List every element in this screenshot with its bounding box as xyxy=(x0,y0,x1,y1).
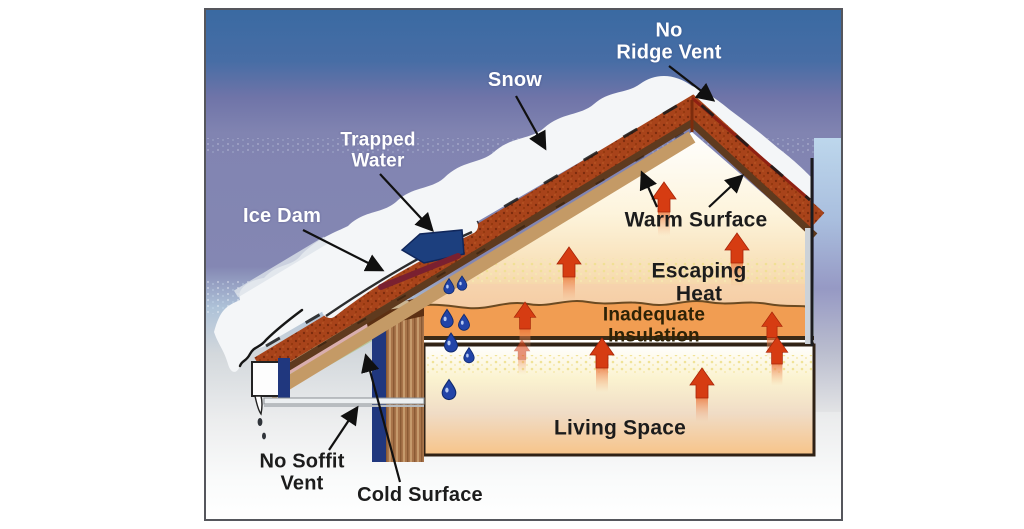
diagram-artwork xyxy=(206,10,841,519)
ridge-vent-leader-arrow xyxy=(668,65,716,102)
soffit-vent-leader-arrow xyxy=(328,405,359,451)
right-wall-edge xyxy=(805,158,814,346)
ice-dam-leader-arrow xyxy=(302,229,385,272)
icicle-icon xyxy=(257,418,263,426)
leader-arrows xyxy=(302,65,745,483)
left-wall xyxy=(364,296,424,462)
warm-surface-left-leader-arrow xyxy=(639,170,659,208)
cold-surface-leader-arrow xyxy=(361,353,402,483)
icicle-icon xyxy=(262,432,266,440)
snow-blanket xyxy=(214,75,812,372)
trapped-water-pool xyxy=(378,229,465,290)
snow-leader-arrow xyxy=(515,95,547,151)
living-space-room xyxy=(422,343,816,457)
trapped-water-leader-arrow xyxy=(379,173,434,233)
insulation-layer xyxy=(401,300,813,336)
ice-dam-diagram: Snow No Ridge Vent Trapped Water Ice Dam… xyxy=(204,8,843,521)
icicle-icon xyxy=(254,395,263,416)
sky-strip-right xyxy=(814,138,841,412)
warm-surface-right-leader-arrow xyxy=(708,174,745,208)
